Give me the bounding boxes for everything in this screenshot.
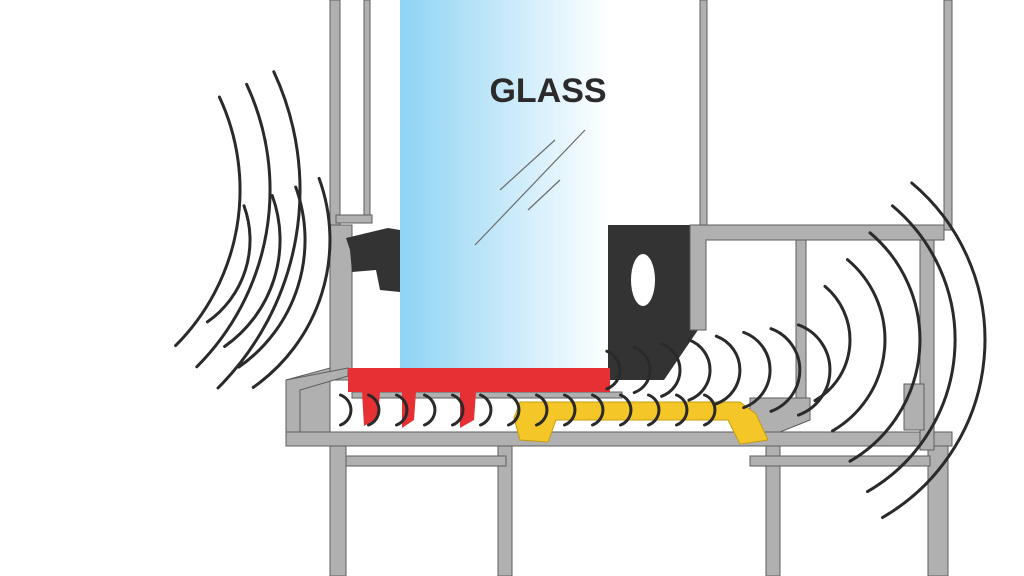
inner-shelf-right: [749, 455, 931, 467]
sash-left-inner-wall: [363, 0, 371, 223]
left-leg: [329, 445, 347, 576]
sound-wave-arc: [367, 393, 381, 427]
sound-wave-arc: [619, 393, 633, 427]
sound-wave-arc: [647, 393, 661, 427]
inner-glazing-gasket: [608, 225, 698, 380]
sound-wave-arc: [796, 323, 832, 417]
sound-wave-arc: [605, 349, 622, 391]
sound-wave-arc: [881, 181, 987, 519]
sound-wave-arc: [423, 393, 437, 427]
gasket-hollow-chamber: [631, 254, 655, 306]
right-leg: [927, 445, 949, 576]
sound-wave-arc: [848, 231, 922, 463]
sound-waves: [174, 70, 987, 519]
bead-floor: [351, 391, 623, 399]
sound-wave-arc: [714, 334, 742, 406]
glass-pane: [400, 0, 610, 368]
left-frame-profile: [285, 224, 353, 441]
frame-right-wall: [943, 0, 953, 231]
sound-wave-arc: [687, 338, 712, 402]
sound-wave-arc: [195, 82, 272, 369]
sound-wave-arc: [813, 284, 852, 403]
inner-shelf-left: [345, 455, 507, 467]
sound-wave-arc: [563, 393, 577, 427]
sound-wave-arc: [205, 204, 252, 324]
sound-wave-arc: [535, 393, 549, 427]
sound-wave-arc: [479, 393, 493, 427]
sound-wave-arc: [632, 345, 652, 395]
center-right-leg: [765, 445, 781, 576]
bottom-frame-base: [285, 391, 953, 576]
sound-wave-arc: [395, 393, 409, 427]
sash-left-crossbar: [335, 214, 373, 224]
center-left-leg: [497, 445, 513, 576]
base-rail: [285, 431, 953, 447]
outer-glazing-bead: [346, 228, 400, 292]
sound-wave-arc: [660, 342, 682, 398]
sound-wave-arc: [174, 95, 242, 348]
glass-label: GLASS: [489, 72, 606, 110]
sound-wave-arc: [866, 204, 957, 494]
sound-wave-arc: [831, 258, 887, 433]
sound-wave-arc: [251, 176, 332, 389]
sound-wave-arc: [769, 327, 802, 413]
sound-wave-arc: [703, 393, 717, 427]
sound-wave-arc: [591, 393, 605, 427]
sound-wave-arc: [223, 194, 282, 348]
sound-wave-arc: [237, 185, 307, 369]
sound-wave-arc: [742, 330, 772, 410]
sound-wave-arc: [507, 393, 521, 427]
sound-wave-arc: [339, 393, 353, 427]
sash-left-outer-wall: [329, 0, 341, 226]
sound-wave-arc: [451, 393, 465, 427]
sash-right-wall: [699, 0, 708, 227]
glass-reflection-lines: [474, 129, 586, 246]
sound-wave-arc: [216, 70, 302, 390]
sound-wave-arc: [675, 393, 689, 427]
thermal-break-strip: [513, 401, 769, 445]
